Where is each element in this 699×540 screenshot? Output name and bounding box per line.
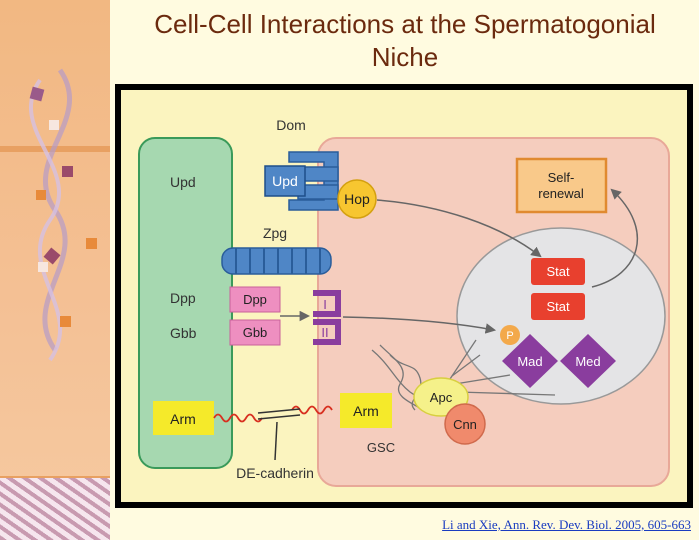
dpp-ligand-box bbox=[229, 286, 281, 313]
dna-decoration bbox=[28, 68, 97, 362]
decor-square bbox=[49, 120, 59, 130]
stat-top-box bbox=[531, 258, 585, 285]
de-cadherin-link-left bbox=[213, 413, 263, 423]
decor-square bbox=[29, 86, 45, 102]
hop-circle bbox=[337, 179, 377, 219]
cnn-label: Cnn bbox=[453, 417, 477, 432]
phospho-circle bbox=[500, 325, 520, 345]
hub-upd-label: Upd bbox=[170, 174, 196, 190]
hop-label: Hop bbox=[344, 191, 370, 207]
dom-label: Dom bbox=[276, 117, 306, 133]
med-diamond bbox=[560, 334, 616, 388]
upd-bound-box bbox=[264, 165, 306, 197]
stat-bottom-box bbox=[531, 293, 585, 320]
mad-label: Mad bbox=[517, 354, 542, 369]
de-cadherin-label: DE-cadherin bbox=[236, 465, 314, 481]
hub-gbb-label: Gbb bbox=[170, 325, 197, 341]
arm-gsc-box bbox=[340, 393, 392, 428]
gbb-ligand-label: Gbb bbox=[243, 325, 268, 340]
phospho-label: P bbox=[506, 330, 513, 342]
receptor-type-1 bbox=[313, 290, 341, 317]
decor-square bbox=[36, 190, 46, 200]
upd-bound-label: Upd bbox=[272, 173, 298, 189]
decor-square bbox=[38, 262, 48, 272]
cnn-circle bbox=[444, 403, 486, 445]
hub-dpp-label: Dpp bbox=[170, 290, 196, 306]
citation-link[interactable]: Li and Xie, Ann. Rev. Dev. Biol. 2005, 6… bbox=[442, 517, 691, 532]
dom-receptor bbox=[288, 151, 339, 211]
hub-arm-label: Arm bbox=[170, 411, 196, 427]
receptor-1-label: I bbox=[323, 297, 327, 312]
left-decor-band bbox=[0, 0, 110, 540]
dpp-ligand-label: Dpp bbox=[243, 292, 267, 307]
zpg-label: Zpg bbox=[263, 225, 287, 241]
stat-to-renewal-arrow bbox=[591, 188, 639, 288]
microtubule-filaments bbox=[371, 339, 556, 413]
title-line-2: Niche bbox=[371, 42, 439, 72]
stat-bottom-label: Stat bbox=[546, 299, 570, 314]
self-renewal-box bbox=[515, 157, 608, 214]
receptor-to-mad-arrow bbox=[342, 316, 497, 334]
receptor-type-2 bbox=[313, 319, 341, 345]
apc-label: Apc bbox=[430, 390, 453, 405]
mad-diamond bbox=[502, 334, 558, 388]
self-renewal-line1: Self- bbox=[548, 170, 575, 185]
med-label: Med bbox=[575, 354, 600, 369]
gbb-ligand-box bbox=[229, 319, 281, 346]
decor-square bbox=[62, 166, 73, 177]
de-cadherin-junction bbox=[257, 408, 301, 461]
zpg-channel bbox=[221, 247, 332, 275]
decor-square bbox=[43, 247, 61, 265]
hop-to-stat-arrow bbox=[376, 199, 542, 258]
corner-pattern bbox=[0, 478, 110, 540]
title-line-1: Cell-Cell Interactions at the Spermatogo… bbox=[154, 9, 656, 39]
stat-top-label: Stat bbox=[546, 264, 570, 279]
self-renewal-line2: renewal bbox=[538, 186, 584, 201]
slide-title: Cell-Cell Interactions at the Spermatogo… bbox=[115, 8, 695, 74]
arm-hub-box bbox=[153, 401, 214, 435]
gsc-label: GSC bbox=[367, 440, 395, 455]
gsc-arm-label: Arm bbox=[353, 403, 379, 419]
decor-square bbox=[86, 238, 97, 249]
receptor-2-label: II bbox=[321, 325, 328, 340]
decor-square bbox=[60, 316, 71, 327]
